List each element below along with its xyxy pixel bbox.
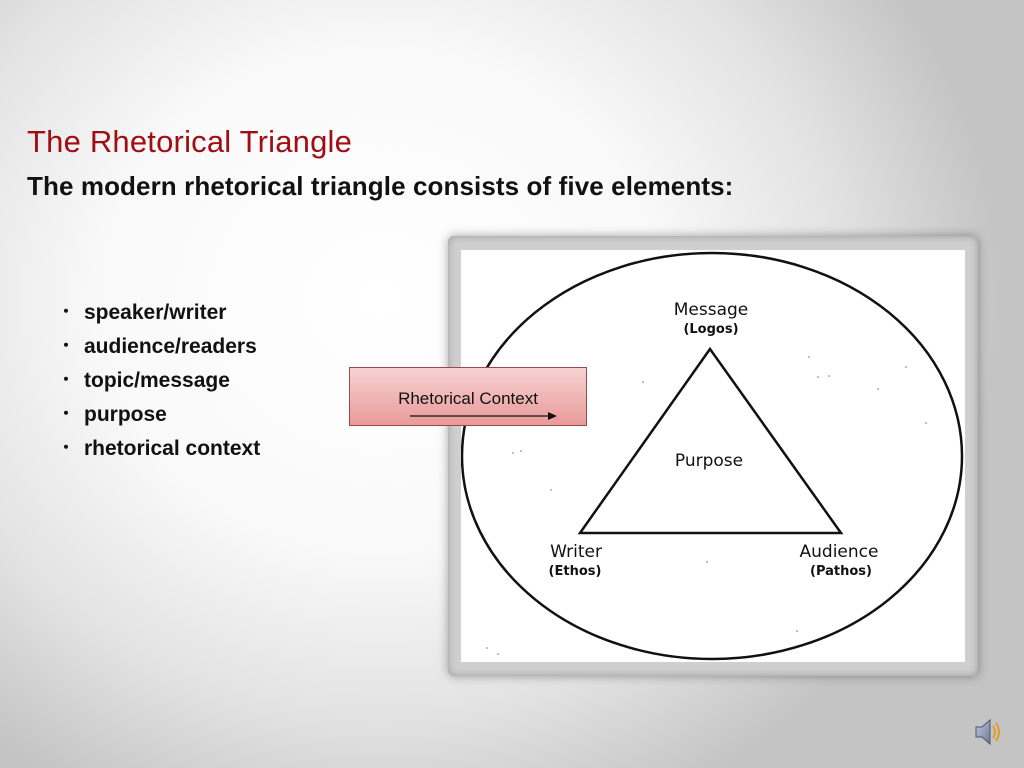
slide-subtitle: The modern rhetorical triangle consists …: [27, 171, 734, 201]
slide-title: The Rhetorical Triangle: [27, 124, 353, 159]
bullet-icon: ・: [58, 440, 75, 457]
message-label: Message: [673, 300, 749, 320]
audience-label: Audience: [799, 542, 879, 562]
list-item: ・ speaker/writer: [58, 296, 260, 330]
purpose-label: Purpose: [674, 451, 744, 471]
writer-label: Writer: [550, 542, 602, 562]
bullet-icon: ・: [58, 338, 75, 355]
list-item: ・ audience/readers: [58, 330, 260, 364]
rhetorical-context-box: Rhetorical Context: [349, 367, 587, 426]
writer-sub-label: (Ethos): [548, 564, 602, 579]
rhetorical-context-label: Rhetorical Context: [398, 389, 538, 408]
diagram-graphic: [461, 251, 964, 661]
list-item-text: rhetorical context: [84, 437, 261, 460]
list-item-text: topic/message: [84, 369, 230, 392]
list-item: ・ purpose: [58, 398, 260, 432]
message-sub-label: (Logos): [683, 322, 739, 337]
bullet-icon: ・: [58, 304, 75, 321]
bullet-icon: ・: [58, 372, 75, 389]
speckle-marks: [486, 356, 927, 655]
list-item-text: speaker/writer: [84, 301, 227, 324]
triangle-shape: [577, 346, 844, 535]
bullet-list: ・ speaker/writer ・ audience/readers ・ topic…: [58, 296, 260, 466]
arrow-right-icon: [410, 412, 557, 420]
list-item-text: audience/readers: [84, 335, 257, 358]
list-item: ・ rhetorical context: [58, 432, 260, 466]
bullet-icon: ・: [58, 406, 75, 423]
list-item: ・ topic/message: [58, 364, 260, 398]
speaker-sound-icon[interactable]: [970, 714, 1006, 750]
audience-sub-label: (Pathos): [810, 564, 872, 579]
list-item-text: purpose: [84, 403, 167, 426]
rhetorical-triangle-diagram: Message (Logos) Purpose Writer (Ethos) A…: [461, 250, 965, 662]
context-circle: [461, 251, 964, 661]
